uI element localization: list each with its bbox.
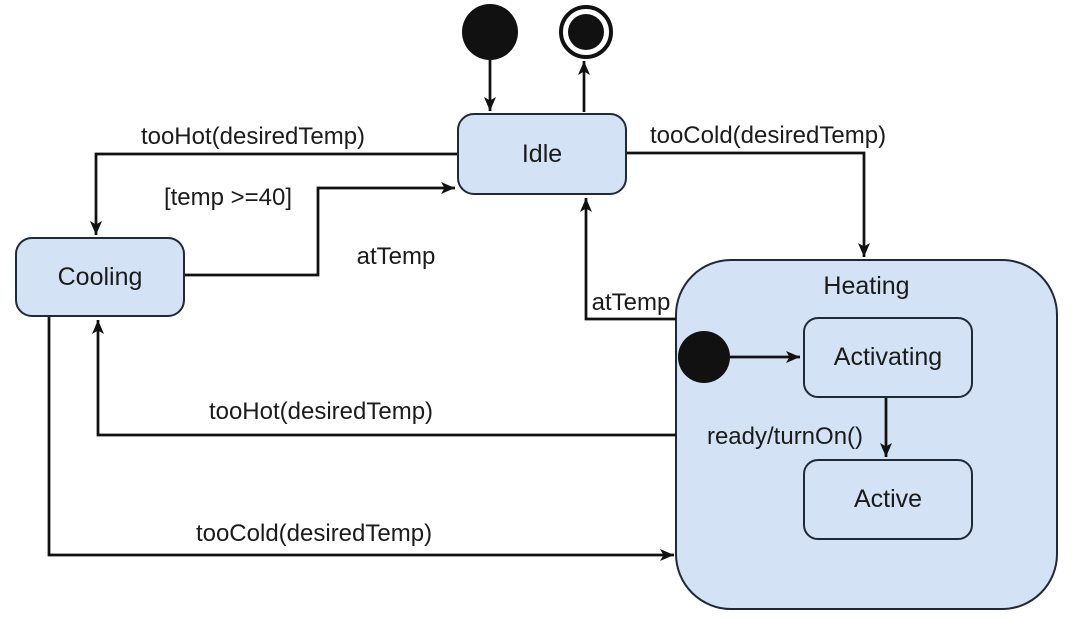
state-cooling-label: Cooling (57, 262, 143, 291)
transition-label-idle-to-heating: tooCold(desiredTemp) (649, 121, 887, 149)
state-activating-label: Activating (833, 343, 943, 371)
transition-label-heating-to-idle: atTemp (591, 288, 671, 316)
state-idle-label: Idle (521, 139, 563, 168)
state-idle: Idle (457, 113, 627, 195)
transition-label-idle-to-cooling: tooHot(desiredTemp) (140, 122, 366, 150)
transition-label-heating-to-cooling: tooHot(desiredTemp) (208, 397, 434, 425)
transition-label-cooling-to-heating: tooCold(desiredTemp) (195, 519, 433, 547)
state-active-label: Active (853, 485, 923, 513)
state-cooling: Cooling (15, 237, 185, 317)
final-state-dot-icon (568, 14, 604, 50)
final-state-ring-icon (559, 5, 613, 59)
state-heating-label: Heating (823, 272, 910, 300)
state-active: Active (803, 459, 973, 540)
initial-state-icon (462, 4, 518, 60)
transition-idle-to-heating-arrow (627, 151, 870, 257)
state-activating: Activating (803, 317, 973, 398)
transition-label-cooling-to-idle-guard: [temp >=40] (163, 183, 293, 211)
transition-label-activating-to-active: ready/turnOn() (706, 422, 864, 450)
transition-label-cooling-to-idle-event: atTemp (356, 242, 436, 270)
